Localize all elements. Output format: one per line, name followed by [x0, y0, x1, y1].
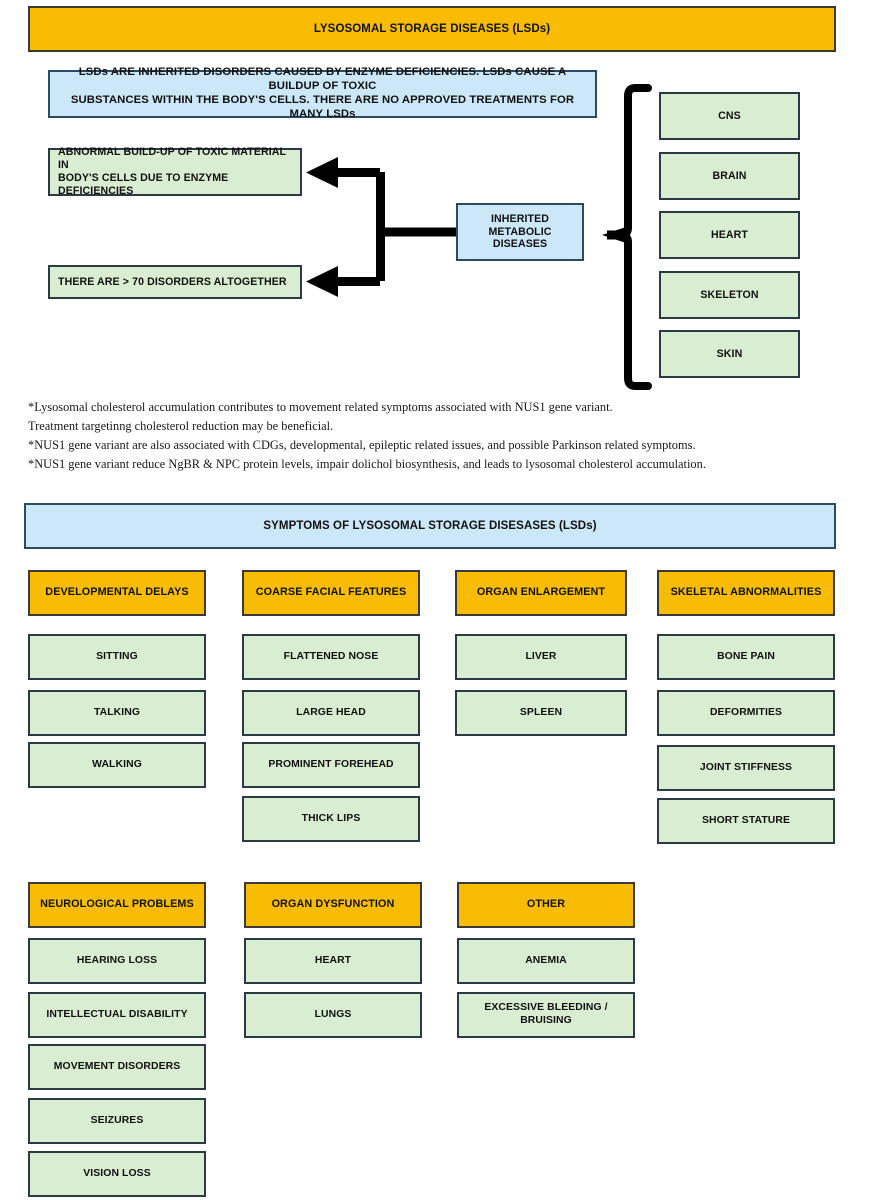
symptom-label: JOINT STIFFNESS: [699, 761, 793, 773]
symptom-item: THICK LIPS: [242, 796, 420, 842]
category-developmental-delays: DEVELOPMENTAL DELAYS: [28, 570, 206, 616]
intro-line-1: LSDs ARE INHERITED DISORDERS CAUSED BY E…: [78, 66, 567, 93]
flow-outcome-top-line-2: BODY'S CELLS DUE TO ENZYME DEFICIENCIES: [58, 172, 229, 197]
flow-outcome-bottom-line-1: THERE ARE > 70 DISORDERS ALTOGETHER: [58, 275, 287, 288]
symptom-item: SPLEEN: [455, 690, 627, 736]
footnote-line: *NUS1 gene variant reduce NgBR & NPC pro…: [28, 456, 706, 471]
main-title-bar: LYSOSOMAL STORAGE DISEASES (LSDs): [28, 6, 836, 52]
symptom-item: INTELLECTUAL DISABILITY: [28, 992, 206, 1038]
symptom-label: TALKING: [93, 706, 141, 718]
symptom-item: SITTING: [28, 634, 206, 680]
symptom-item: JOINT STIFFNESS: [657, 745, 835, 791]
affected-system-heart: HEART: [659, 211, 800, 259]
affected-system-brain: BRAIN: [659, 152, 800, 200]
category-neurological-problems: NEUROLOGICAL PROBLEMS: [28, 882, 206, 928]
category-label: ORGAN ENLARGEMENT: [476, 586, 606, 599]
symptom-item: EXCESSIVE BLEEDING / BRUISING: [457, 992, 635, 1038]
flow-arrow-group: [306, 157, 456, 297]
symptom-label: HEARING LOSS: [76, 954, 158, 966]
category-label: SKELETAL ABNORMALITIES: [670, 586, 822, 599]
symptom-item: WALKING: [28, 742, 206, 788]
intro-description-banner: LSDs ARE INHERITED DISORDERS CAUSED BY E…: [48, 66, 597, 120]
symptom-label: PROMINENT FOREHEAD: [268, 758, 394, 770]
footnote-line: *Lysosomal cholesterol accumulation cont…: [28, 400, 613, 414]
symptom-label: WALKING: [92, 758, 142, 770]
category-label: ORGAN DYSFUNCTION: [271, 898, 395, 911]
symptom-item: MOVEMENT DISORDERS: [28, 1044, 206, 1090]
symptom-label: LARGE HEAD: [296, 706, 366, 718]
symptom-item: FLATTENED NOSE: [242, 634, 420, 680]
symptom-item: LIVER: [455, 634, 627, 680]
flow-source-inherited-metabolic-diseases: INHERITED METABOLIC DISEASES: [456, 203, 584, 261]
category-label: COARSE FACIAL FEATURES: [255, 586, 407, 599]
flow-outcome-disorder-count: THERE ARE > 70 DISORDERS ALTOGETHER: [48, 265, 302, 299]
symptom-item: BONE PAIN: [657, 634, 835, 680]
symptom-item: ANEMIA: [457, 938, 635, 984]
flow-source-line-2: METABOLIC DISEASES: [488, 225, 552, 251]
intro-line-2: SUBSTANCES WITHIN THE BODY'S CELLS. THER…: [70, 94, 575, 120]
symptom-label: LIVER: [525, 650, 557, 662]
symptom-item: VISION LOSS: [28, 1151, 206, 1197]
affected-system-cns: CNS: [659, 92, 800, 140]
affected-system-label: SKELETON: [700, 288, 759, 301]
symptom-label: LUNGS: [314, 1008, 352, 1020]
symptom-label: DEFORMITIES: [709, 706, 783, 718]
symptom-label: HEART: [314, 954, 352, 966]
symptom-label: THICK LIPS: [301, 812, 361, 824]
category-label: DEVELOPMENTAL DELAYS: [45, 586, 189, 599]
footnote-line: Treatment targetinng cholesterol reducti…: [28, 418, 334, 433]
symptom-item: LUNGS: [244, 992, 422, 1038]
symptom-label: BONE PAIN: [717, 650, 775, 662]
symptoms-banner: SYMPTOMS OF LYSOSOMAL STORAGE DISESASES …: [24, 503, 836, 549]
affected-system-label: HEART: [711, 228, 748, 241]
symptom-label: INTELLECTUAL DISABILITY: [46, 1008, 188, 1020]
category-skeletal-abnormalities: SKELETAL ABNORMALITIES: [657, 570, 835, 616]
symptom-item: HEARING LOSS: [28, 938, 206, 984]
category-label: OTHER: [526, 898, 566, 911]
category-organ-enlargement: ORGAN ENLARGEMENT: [455, 570, 627, 616]
flow-outcome-abnormal-buildup: ABNORMAL BUILD-UP OF TOXIC MATERIAL IN B…: [48, 146, 302, 197]
affected-system-label: CNS: [718, 109, 741, 122]
symptom-item: SHORT STATURE: [657, 798, 835, 844]
symptom-item: HEART: [244, 938, 422, 984]
symptom-item: LARGE HEAD: [242, 690, 420, 736]
symptom-label: SPLEEN: [519, 706, 563, 718]
affected-system-skeleton: SKELETON: [659, 271, 800, 319]
flow-outcome-top-line-1: ABNORMAL BUILD-UP OF TOXIC MATERIAL IN: [58, 146, 286, 172]
affected-system-label: SKIN: [716, 347, 743, 360]
flow-source-line-1: INHERITED: [491, 212, 549, 225]
symptom-label: EXCESSIVE BLEEDING / BRUISING: [484, 1002, 608, 1026]
footnotes-block: *Lysosomal cholesterol accumulation cont…: [28, 398, 788, 473]
category-label: NEUROLOGICAL PROBLEMS: [40, 898, 194, 911]
symptom-item: DEFORMITIES: [657, 690, 835, 736]
symptom-label: SITTING: [96, 650, 138, 662]
affected-system-label: BRAIN: [712, 169, 747, 182]
symptom-label: SEIZURES: [90, 1114, 144, 1126]
category-other: OTHER: [457, 882, 635, 928]
footnote-line: *NUS1 gene variant are also associated w…: [28, 437, 696, 452]
symptom-label: MOVEMENT DISORDERS: [53, 1060, 181, 1072]
symptom-label: ANEMIA: [525, 954, 567, 966]
symptom-label: FLATTENED NOSE: [283, 650, 379, 662]
category-coarse-facial-features: COARSE FACIAL FEATURES: [242, 570, 420, 616]
symptom-item: TALKING: [28, 690, 206, 736]
symptom-item: SEIZURES: [28, 1098, 206, 1144]
symptom-label: VISION LOSS: [83, 1167, 151, 1179]
category-organ-dysfunction: ORGAN DYSFUNCTION: [244, 882, 422, 928]
affected-systems-brace: [602, 84, 652, 390]
affected-system-skin: SKIN: [659, 330, 800, 378]
symptom-item: PROMINENT FOREHEAD: [242, 742, 420, 788]
symptom-label: SHORT STATURE: [701, 814, 791, 826]
